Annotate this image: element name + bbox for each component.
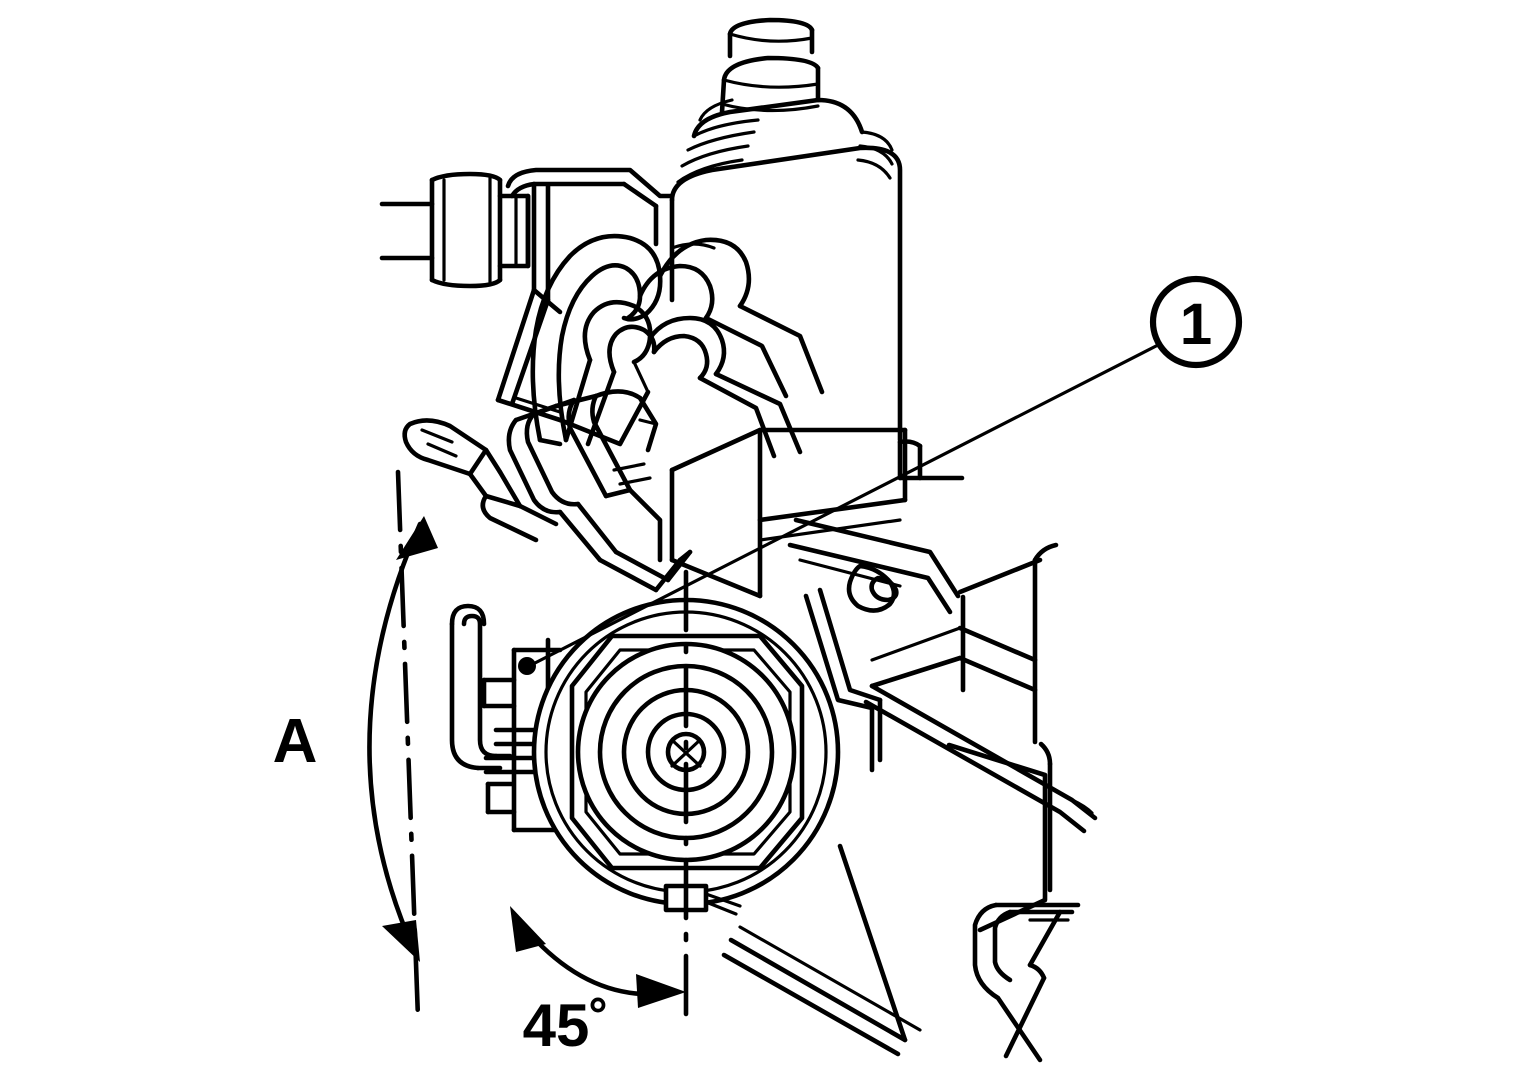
angle-45-arrowhead-left [510, 906, 546, 952]
pump-housing-body [669, 427, 965, 599]
angle-45-arrowhead-right [636, 974, 686, 1008]
callout-1-circle [1149, 275, 1243, 369]
lower-rails [721, 683, 1098, 1057]
reference-lines [395, 469, 689, 1033]
angle-A-dimension: A [273, 516, 438, 962]
right-lower-body [837, 542, 1059, 1043]
left-clip-tab [402, 418, 559, 543]
angle-45-label: 45˚ [523, 992, 610, 1059]
hex-fitting [379, 171, 531, 289]
angle-45-dimension: 45˚ [510, 906, 686, 1059]
callout-1-number: 1 [1180, 292, 1212, 357]
hook-bracket [972, 902, 1081, 1063]
pump-pulley-hub [531, 597, 841, 916]
upper-left-housing [495, 167, 675, 423]
angle-A-arc [367, 521, 423, 953]
hose-loops [530, 233, 825, 459]
angle-A-label: A [273, 707, 318, 776]
callout-1-leader-dot [518, 657, 536, 675]
reservoir-body [669, 97, 903, 443]
callout-1-leader-line [531, 342, 1162, 666]
callout-1[interactable]: 1 [518, 275, 1243, 675]
angle-A-arrowhead-top [396, 516, 438, 560]
reservoir-filler-cap [719, 17, 821, 115]
mounting-bracket [787, 517, 961, 773]
electrical-connector [506, 389, 693, 593]
datum-inclined-line [395, 469, 421, 1021]
angle-A-arrowhead-bottom [382, 920, 420, 962]
